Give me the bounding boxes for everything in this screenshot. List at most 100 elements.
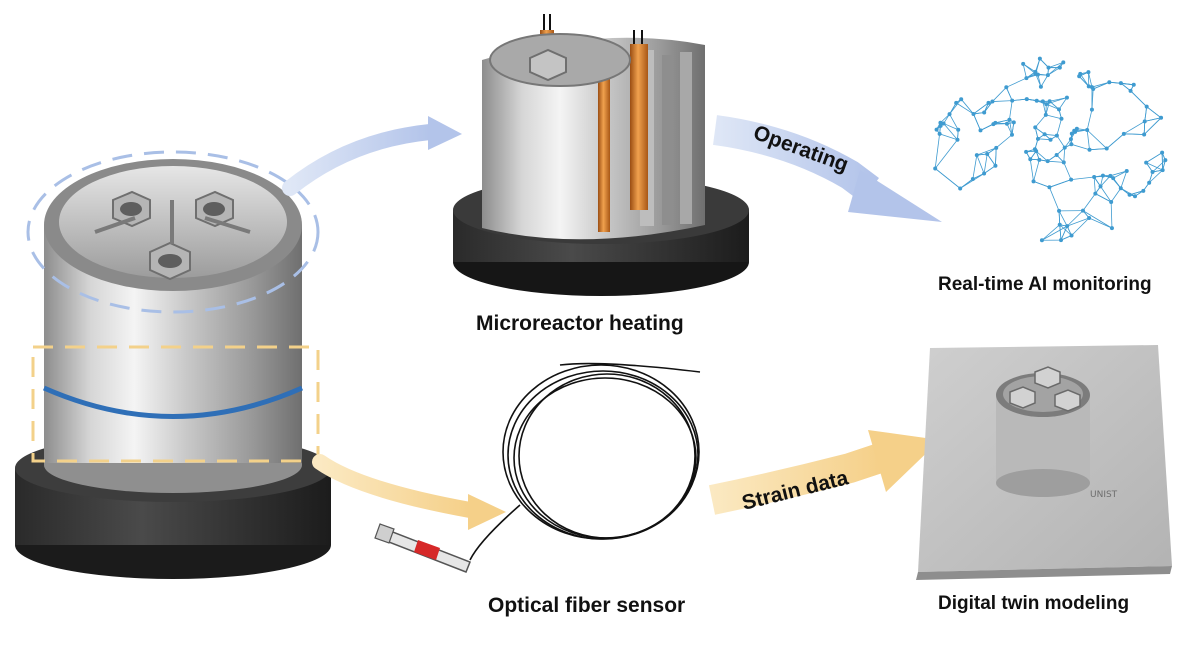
brain-network-edge	[1063, 162, 1072, 180]
brain-network-node	[1108, 173, 1113, 178]
brain-network-edge	[1120, 82, 1134, 86]
brain-network-node	[990, 99, 995, 104]
brain-network-edge	[1049, 187, 1060, 212]
brain-network-edge	[1086, 129, 1090, 150]
brain-network-edge	[1086, 109, 1093, 131]
brain-network-edge	[1071, 217, 1090, 236]
brain-network-edge	[1130, 90, 1147, 107]
brain-network-node	[1024, 149, 1029, 154]
brain-network-edge	[1143, 121, 1146, 135]
brain-network-node	[1047, 185, 1052, 190]
brain-network-edge	[1039, 58, 1049, 68]
brain-network-edge	[1049, 179, 1072, 188]
brain-network-node	[1142, 119, 1147, 124]
brain-network-node	[1069, 131, 1074, 136]
brain-network-node	[1031, 179, 1036, 184]
brain-network-node	[1056, 107, 1061, 112]
brain-network-node	[1048, 137, 1053, 142]
brain-network-edge	[1088, 71, 1093, 88]
brain-network-node	[1098, 184, 1103, 189]
brain-network-node	[1009, 132, 1014, 137]
brain-network-node	[1054, 133, 1059, 138]
brain-network-node	[1054, 153, 1059, 158]
brain-network-edge	[1100, 175, 1111, 187]
brain-network-edge	[1048, 62, 1064, 68]
brain-network-edge	[1071, 143, 1090, 151]
brain-network-edge	[1033, 159, 1040, 182]
brain-network-node	[982, 110, 987, 115]
brain-network-node	[1077, 74, 1082, 79]
brain-network-edge	[1033, 181, 1050, 188]
brain-network-edge	[1120, 82, 1131, 92]
brain-network-edge	[1037, 138, 1051, 141]
brain-network-edge	[1095, 193, 1112, 203]
brain-network-node	[1131, 82, 1136, 87]
brain-network-edge	[1063, 147, 1066, 163]
arrow-to-heating	[282, 116, 462, 196]
brain-network-node	[993, 163, 998, 168]
brain-network-edge	[1045, 114, 1062, 120]
brain-network-node	[1007, 117, 1012, 122]
brain-network-node	[1128, 88, 1133, 93]
brain-network-node	[1064, 95, 1069, 100]
brain-network-edge	[949, 98, 962, 115]
brain-network-node	[1086, 84, 1091, 89]
brain-network-edge	[1029, 159, 1034, 182]
brain-network-edge	[934, 139, 958, 169]
brain-network-edge	[1161, 152, 1164, 171]
brain-network-node	[1004, 85, 1009, 90]
brain-network-node	[1035, 136, 1040, 141]
brain-network-node	[933, 166, 938, 171]
brain-network-node	[1111, 176, 1116, 181]
brain-network-node	[1045, 73, 1050, 78]
brain-network-node	[1021, 61, 1026, 66]
brain-network-node	[1062, 145, 1067, 150]
brain-network-edge	[1059, 224, 1062, 241]
sensor-ring	[42, 385, 304, 419]
brain-network-edge	[1078, 76, 1090, 87]
arrow-strain-data: Strain data	[708, 430, 940, 515]
brain-network-edge	[1066, 210, 1084, 227]
brain-network-node	[954, 100, 959, 105]
brain-network-edge	[995, 147, 997, 166]
brain-network-edge	[1071, 176, 1095, 181]
brain-network-node	[1011, 120, 1016, 125]
brain-network-node	[1061, 60, 1066, 65]
digital-twin-model: UNIST	[916, 345, 1172, 580]
brain-network-edge	[1143, 117, 1162, 135]
brain-network-node	[1147, 180, 1152, 185]
brain-network-node	[974, 153, 979, 158]
brain-network-edge	[1058, 210, 1061, 225]
brain-network-edge	[1005, 87, 1013, 101]
brain-network-node	[1057, 65, 1062, 70]
brain-network-edge	[1093, 81, 1110, 90]
brain-network-node	[1127, 192, 1132, 197]
brain-network-node	[1043, 112, 1048, 117]
optical-fiber-coil	[469, 362, 701, 561]
brain-network-edge	[1042, 101, 1047, 115]
caption-microreactor-heating: Microreactor heating	[476, 312, 684, 335]
fiber-connector	[374, 523, 471, 573]
brain-network-node	[1028, 157, 1033, 162]
brain-network-node	[955, 137, 960, 142]
brain-network-edge	[934, 133, 941, 169]
brain-network-edge	[986, 153, 996, 166]
brain-network-node	[1037, 56, 1042, 61]
brain-network-node	[1004, 121, 1009, 126]
heater-rod	[598, 72, 610, 232]
brain-network-node	[1118, 186, 1123, 191]
brain-network-node	[938, 123, 943, 128]
brain-network-edge	[949, 102, 957, 115]
brain-network-node	[985, 152, 990, 157]
brain-network-edge	[1034, 114, 1047, 128]
brain-network-node	[1033, 71, 1038, 76]
brain-network-edge	[1022, 63, 1027, 79]
brain-network-node	[1107, 80, 1112, 85]
brain-network-node	[938, 120, 943, 125]
brain-network-node	[1058, 238, 1063, 243]
brain-network-edge	[1110, 201, 1113, 229]
brain-network-edge	[940, 113, 950, 124]
brain-network-edge	[976, 154, 985, 174]
brain-network-edge	[1100, 186, 1112, 203]
